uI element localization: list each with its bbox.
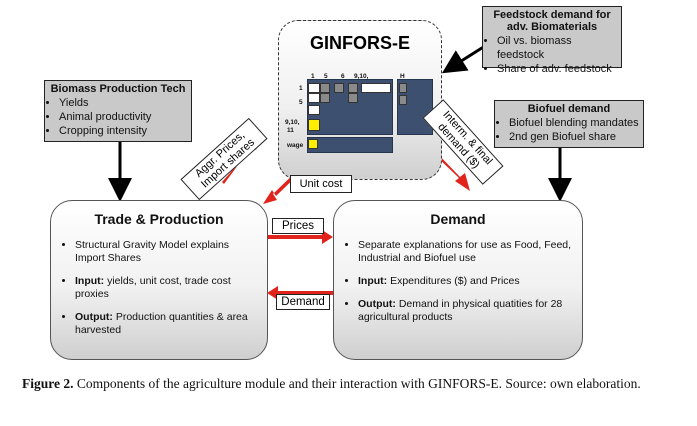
ginfors-matrix-wage xyxy=(307,137,393,153)
matrix-cell-gray xyxy=(399,95,407,105)
matrix-cell-white xyxy=(308,105,320,115)
trade-title: Trade & Production xyxy=(94,211,224,227)
trade-input-label: Input: xyxy=(75,275,105,287)
trade-input-text: yields, unit cost, trade cost proxies xyxy=(75,275,231,300)
prices-label: Prices xyxy=(272,218,324,234)
unit-cost-label: Unit cost xyxy=(290,175,352,193)
prices-text: Prices xyxy=(282,220,314,232)
trade-output-label: Output: xyxy=(75,311,113,323)
demand-title: Demand xyxy=(430,211,486,227)
trade-production-box: Trade & Production Structural Gravity Mo… xyxy=(50,200,268,360)
matrix-cell-white xyxy=(361,83,391,93)
figure-caption: Figure 2. Components of the agriculture … xyxy=(22,374,682,393)
ginfors-col-label: 6 xyxy=(341,73,345,80)
unit-cost-text: Unit cost xyxy=(299,178,343,190)
biomass-item: Cropping intensity xyxy=(59,124,191,138)
trade-list: Structural Gravity Model explains Import… xyxy=(51,239,267,337)
matrix-cell-gray xyxy=(320,83,330,93)
matrix-cell-gray xyxy=(399,83,407,93)
arrow-demand-left xyxy=(267,286,336,300)
biomass-title: Biomass Production Tech xyxy=(50,83,186,95)
ginfors-row-label: 1 xyxy=(299,85,303,92)
demand-flow-label: Demand xyxy=(276,294,330,310)
ginfors-row-label: wage xyxy=(287,142,304,149)
matrix-cell-yellow xyxy=(308,139,318,149)
biofuel-item: 2nd gen Biofuel share xyxy=(509,130,643,144)
ginfors-row-label: 11 xyxy=(287,127,294,134)
biomass-box: Biomass Production Tech Yields Animal pr… xyxy=(44,80,192,142)
biomass-item: Yields xyxy=(59,96,191,110)
arrow-to-demand-interm xyxy=(434,152,470,191)
matrix-cell-gray xyxy=(348,83,358,93)
demand-bullet: Input: Expenditures ($) and Prices xyxy=(358,275,574,288)
ginfors-row-label: 5 xyxy=(299,99,303,106)
feedstock-title: Feedstock demand for adv. Biomaterials xyxy=(493,9,611,33)
biofuel-box: Biofuel demand Biofuel blending mandates… xyxy=(494,100,644,148)
demand-list: Separate explanations for use as Food, F… xyxy=(334,239,582,324)
caption-label: Figure 2. xyxy=(22,376,74,391)
demand-input-text: Expenditures ($) and Prices xyxy=(387,275,520,287)
trade-bullet: Input: yields, unit cost, trade cost pro… xyxy=(75,275,259,301)
ginfors-col-label: 5 xyxy=(324,73,328,80)
matrix-cell-gray xyxy=(320,93,330,103)
matrix-cell-yellow xyxy=(308,119,320,131)
trade-bullet: Output: Production quantities & area har… xyxy=(75,311,259,337)
demand-bullet: Output: Demand in physical quatities for… xyxy=(358,298,574,324)
ginfors-title: GINFORS-E xyxy=(309,33,410,53)
demand-bullet: Separate explanations for use as Food, F… xyxy=(358,239,574,265)
feedstock-box: Feedstock demand for adv. Biomaterials O… xyxy=(482,6,622,75)
matrix-cell-gray xyxy=(348,93,358,103)
matrix-cell-white xyxy=(308,83,320,93)
ginfors-row-label: 9,10, xyxy=(285,119,300,126)
arrow-feedstock-to-ginfors xyxy=(441,44,486,74)
trade-bullet-text: Structural Gravity Model explains Import… xyxy=(75,239,230,264)
biofuel-list: Biofuel blending mandates 2nd gen Biofue… xyxy=(495,116,643,144)
demand-box: Demand Separate explanations for use as … xyxy=(333,200,583,360)
demand-flow-text: Demand xyxy=(281,296,325,308)
feedstock-item: Oil vs. biomass feedstock xyxy=(497,34,621,62)
caption-text: Components of the agriculture module and… xyxy=(73,376,641,391)
ginfors-col-label: 9,10, xyxy=(354,73,369,80)
demand-output-text: Demand in physical quatities for 28 agri… xyxy=(358,298,563,323)
demand-input-label: Input: xyxy=(358,275,388,287)
ginfors-col-label: H xyxy=(400,73,405,80)
matrix-cell-white xyxy=(308,93,320,103)
matrix-cell-gray xyxy=(334,83,344,93)
trade-output-text: Production quantities & area harvested xyxy=(75,311,248,336)
ginfors-box: GINFORS-E 1 5 6 9,10, H 1 5 9,10, 11 wag… xyxy=(278,20,442,180)
feedstock-list: Oil vs. biomass feedstock Share of adv. … xyxy=(483,34,621,76)
biofuel-title: Biofuel demand xyxy=(527,103,611,115)
demand-bullet-text: Separate explanations for use as Food, F… xyxy=(358,239,572,264)
arrow-prices-right xyxy=(264,230,333,244)
biomass-item: Animal productivity xyxy=(59,110,191,124)
biofuel-item: Biofuel blending mandates xyxy=(509,116,643,130)
demand-output-label: Output: xyxy=(358,298,396,310)
biomass-list: Yields Animal productivity Cropping inte… xyxy=(45,96,191,138)
ginfors-col-label: 1 xyxy=(311,73,315,80)
arrow-to-ginfors-aggr xyxy=(222,134,262,184)
trade-bullet: Structural Gravity Model explains Import… xyxy=(75,239,259,265)
feedstock-item: Share of adv. feedstock xyxy=(497,62,621,76)
